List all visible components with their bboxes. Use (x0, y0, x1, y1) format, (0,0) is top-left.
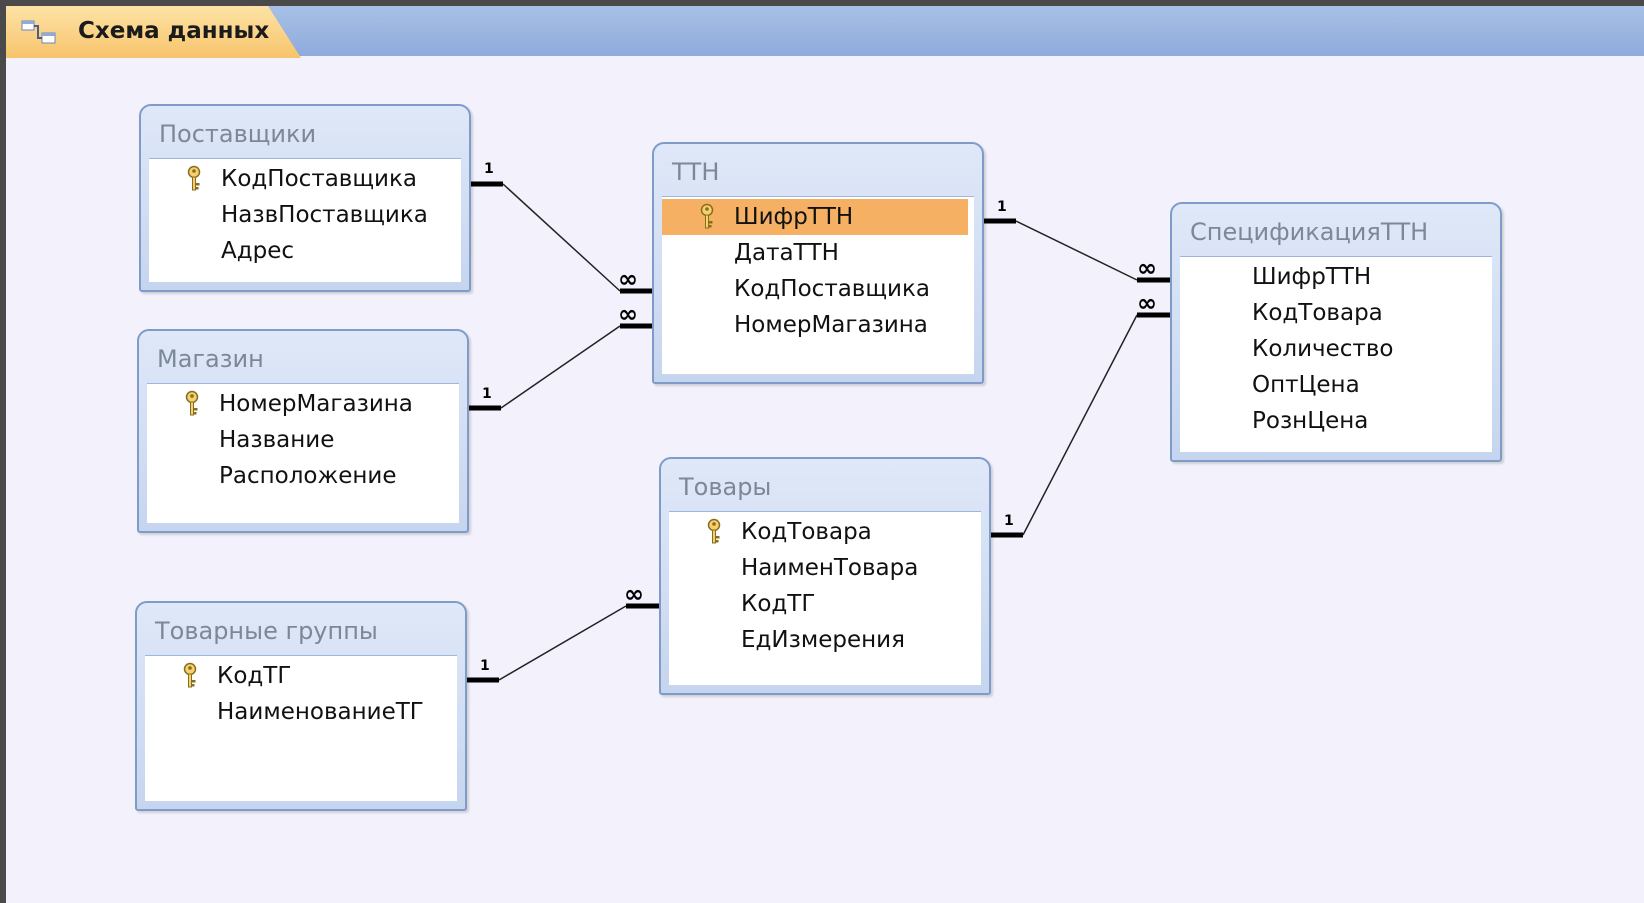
field-name: Название (219, 427, 335, 453)
relationships-window: Схема данных Поставщики КодПоставщика На… (6, 6, 1644, 903)
field-list: ШифрТТН ДатаТТН КодПоставщика НомерМагаз… (662, 196, 974, 374)
rel-one-label: 1 (480, 658, 490, 674)
field-name: КодТГ (217, 663, 292, 689)
field-naimen-tovara[interactable]: НаименТовара (669, 550, 981, 586)
table-title: ТТН (672, 158, 720, 186)
primary-key-icon (183, 662, 197, 688)
field-kod-postavshika[interactable]: КодПоставщика (662, 271, 974, 307)
rel-one-label: 1 (484, 161, 494, 177)
tab-relationships[interactable]: Схема данных (6, 6, 301, 58)
field-name: КодПоставщика (734, 276, 930, 302)
relationship-line[interactable] (502, 183, 621, 292)
table-ttn[interactable]: ТТН ШифрТТН ДатаТТН КодПоставщика НомерМ… (652, 142, 984, 384)
rel-one-label: 1 (997, 199, 1007, 215)
primary-key-icon (187, 165, 201, 191)
rel-many-label: ∞ (1137, 289, 1157, 317)
field-name: НомерМагазина (219, 391, 413, 417)
field-shifr-ttn[interactable]: ШифрТТН (662, 199, 968, 235)
rel-one-label: 1 (482, 386, 492, 402)
field-shifr-ttn[interactable]: ШифрТТН (1180, 259, 1492, 295)
field-nomer-magazina[interactable]: НомерМагазина (662, 307, 974, 343)
field-nazvanie[interactable]: Название (147, 422, 459, 458)
field-kod-postavshika[interactable]: КодПоставщика (149, 161, 461, 197)
field-list: КодПоставщика НазвПоставщика Адрес (149, 158, 461, 282)
field-name: РознЦена (1252, 408, 1369, 434)
relationship-line[interactable] (1022, 314, 1138, 536)
field-opt-cena[interactable]: ОптЦена (1180, 367, 1492, 403)
table-title: Товарные группы (155, 617, 378, 645)
field-name: НаименованиеТГ (217, 699, 424, 725)
primary-key-icon (185, 390, 199, 416)
field-list: КодТовара НаименТовара КодТГ ЕдИзмерения (669, 511, 981, 685)
table-spec-ttn[interactable]: СпецификацияТТН ШифрТТН КодТовара Количе… (1170, 202, 1502, 462)
field-name: КодТовара (1252, 300, 1383, 326)
field-name: НаименТовара (741, 555, 919, 581)
tab-title: Схема данных (78, 18, 270, 44)
relationships-icon (21, 20, 56, 44)
relationship-line[interactable] (1015, 220, 1138, 281)
table-goods[interactable]: Товары КодТовара НаименТовара КодТГ ЕдИз… (659, 457, 991, 695)
primary-key-icon (707, 518, 721, 544)
relationship-line[interactable] (500, 325, 621, 409)
field-naimenovanie-tg[interactable]: НаименованиеТГ (145, 694, 457, 730)
field-name: КодТовара (741, 519, 872, 545)
table-product-groups[interactable]: Товарные группы КодТГ НаименованиеТГ (135, 601, 467, 811)
field-name: НомерМагазина (734, 312, 928, 338)
relationship-line[interactable] (498, 605, 627, 681)
field-list: ШифрТТН КодТовара Количество ОптЦена Роз… (1180, 256, 1492, 452)
rel-many-label: ∞ (618, 300, 638, 328)
rel-many-label: ∞ (1137, 254, 1157, 282)
field-name: КодТГ (741, 591, 816, 617)
field-name: Расположение (219, 463, 397, 489)
table-suppliers[interactable]: Поставщики КодПоставщика НазвПоставщика … (139, 104, 471, 292)
field-kolichestvo[interactable]: Количество (1180, 331, 1492, 367)
field-name: Адрес (221, 238, 295, 264)
table-title: СпецификацияТТН (1190, 218, 1429, 246)
table-shop[interactable]: Магазин НомерМагазина Название Расположе… (137, 329, 469, 533)
relationships-canvas[interactable]: Поставщики КодПоставщика НазвПоставщика … (6, 56, 1644, 903)
field-adres[interactable]: Адрес (149, 233, 461, 269)
table-title: Поставщики (159, 120, 317, 148)
field-nomer-magazina[interactable]: НомерМагазина (147, 386, 459, 422)
field-name: НазвПоставщика (221, 202, 428, 228)
field-name: ЕдИзмерения (741, 627, 905, 653)
field-name: ШифрТТН (1252, 264, 1372, 290)
table-title: Магазин (157, 345, 264, 373)
rel-many-label: ∞ (618, 265, 638, 293)
relationship-lines (465, 181, 1170, 683)
field-rozn-cena[interactable]: РознЦена (1180, 403, 1492, 439)
field-kod-tg[interactable]: КодТГ (669, 586, 981, 622)
table-title: Товары (679, 473, 772, 501)
field-name: ДатаТТН (734, 240, 839, 266)
rel-one-label: 1 (1004, 513, 1014, 529)
field-raspolozhenie[interactable]: Расположение (147, 458, 459, 494)
field-name: КодПоставщика (221, 166, 417, 192)
field-name: ШифрТТН (734, 204, 854, 230)
field-ed-izmereniya[interactable]: ЕдИзмерения (669, 622, 981, 658)
field-list: КодТГ НаименованиеТГ (145, 655, 457, 801)
field-name: ОптЦена (1252, 372, 1360, 398)
field-name: Количество (1252, 336, 1394, 362)
field-list: НомерМагазина Название Расположение (147, 383, 459, 523)
field-nazv-postavshika[interactable]: НазвПоставщика (149, 197, 461, 233)
rel-many-label: ∞ (624, 580, 644, 608)
field-kod-tg[interactable]: КодТГ (145, 658, 457, 694)
field-kod-tovara[interactable]: КодТовара (669, 514, 981, 550)
field-data-ttn[interactable]: ДатаТТН (662, 235, 974, 271)
field-kod-tovara[interactable]: КодТовара (1180, 295, 1492, 331)
primary-key-icon (700, 203, 714, 229)
